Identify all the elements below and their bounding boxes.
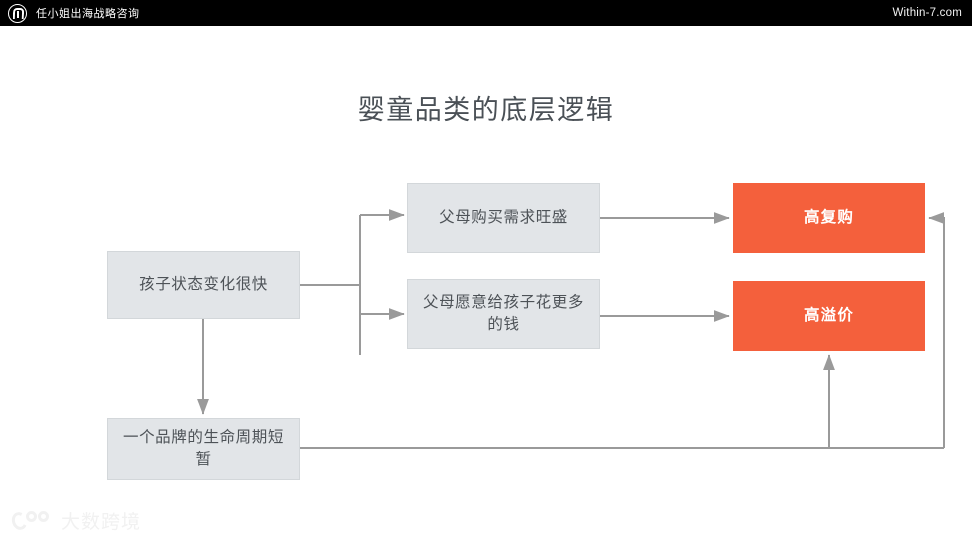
header-bar: 任小姐出海战略咨询 Within-7.com (0, 0, 972, 26)
node-brand-lifecycle[interactable]: 一个品牌的生命周期短暂 (107, 418, 300, 480)
node-high-premium[interactable]: 高溢价 (733, 281, 925, 351)
dashuku-logo-icon (9, 509, 54, 532)
watermark: 大数跨境 (9, 507, 142, 534)
site-url: Within-7.com (892, 7, 962, 19)
node-child-state[interactable]: 孩子状态变化很快 (107, 251, 300, 319)
node-parent-demand[interactable]: 父母购买需求旺盛 (407, 183, 600, 253)
node-parent-spend[interactable]: 父母愿意给孩子花更多的钱 (407, 279, 600, 349)
node-high-repurchase[interactable]: 高复购 (733, 183, 925, 253)
watermark-text: 大数跨境 (61, 512, 142, 533)
circle-arrow-logo-icon (8, 3, 27, 23)
edge-rail-repurchase (928, 212, 945, 448)
brand-name: 任小姐出海战略咨询 (36, 8, 140, 20)
page-title: 婴童品类的底层逻辑 (357, 95, 615, 125)
